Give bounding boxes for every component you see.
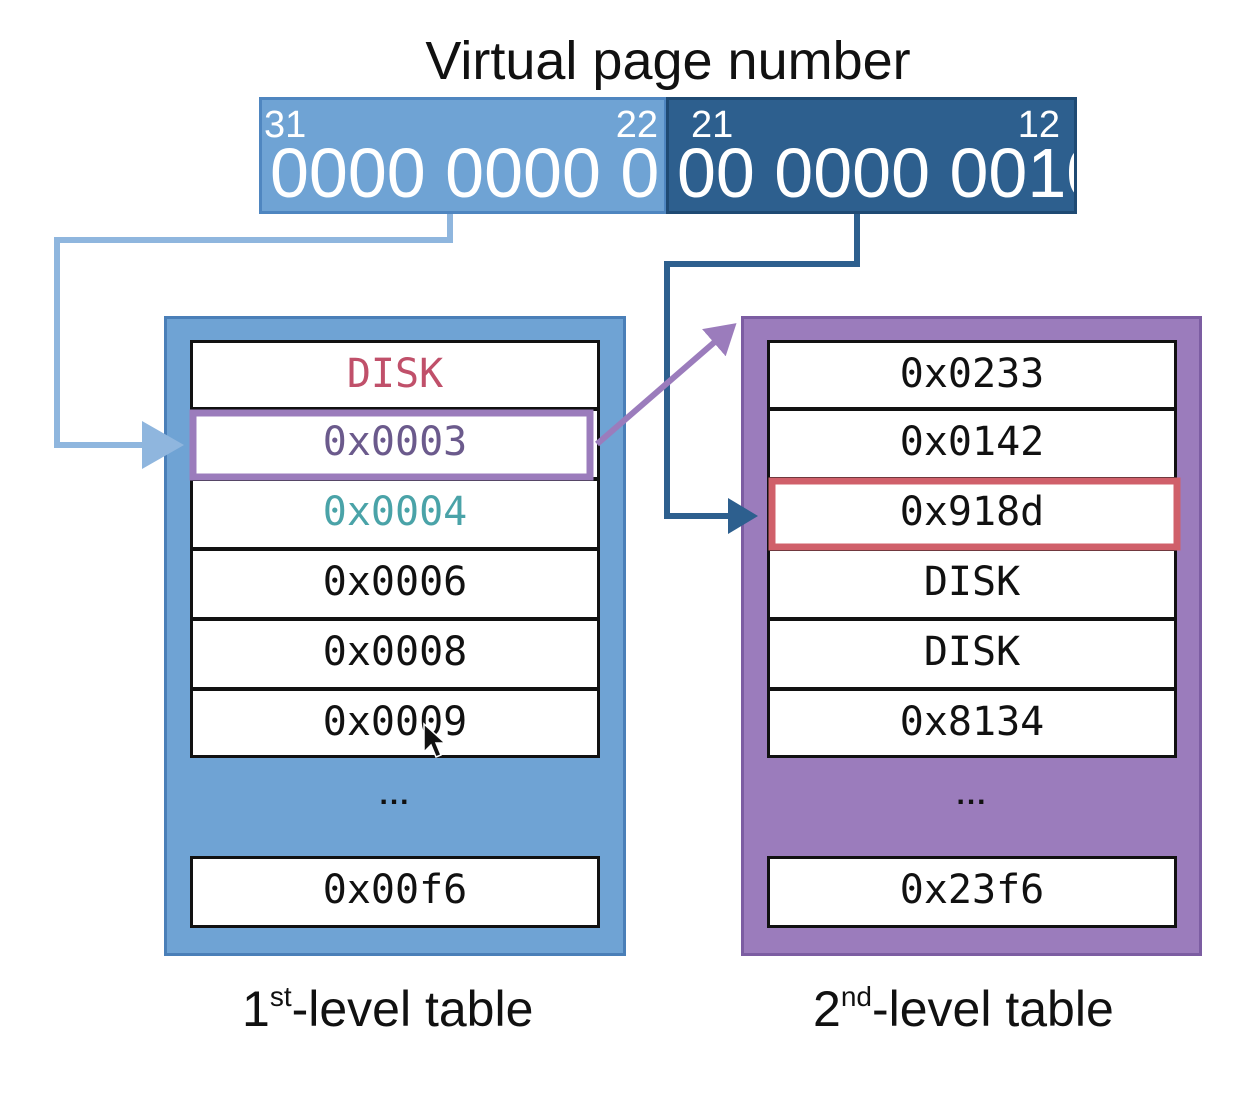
first-caption-text: -level table xyxy=(291,981,534,1037)
vpn-low-bits-segment: 21 12 00 0000 0010 xyxy=(666,97,1077,214)
second-table-ellipsis: ... xyxy=(956,778,988,811)
bit-index-22: 22 xyxy=(615,104,658,146)
arrow-first-entry-to-second-table xyxy=(595,323,737,447)
first-table-row-2: 0x0004 xyxy=(190,478,600,550)
bit-index-21: 21 xyxy=(691,104,734,146)
first-table-ellipsis: ... xyxy=(379,778,411,811)
first-table-highlight xyxy=(189,409,594,481)
diagram-title: Virtual page number xyxy=(425,31,911,91)
first-table-row-4: 0x0008 xyxy=(190,618,600,690)
second-table-row-2: 0x918d xyxy=(767,478,1177,550)
second-table-highlight xyxy=(768,477,1181,551)
vpn-high-bits-segment: 31 22 0000 0000 01 xyxy=(259,97,667,214)
second-caption-ordinal: nd xyxy=(840,981,872,1012)
second-table-row-5: 0x8134 xyxy=(767,688,1177,758)
arrow-high-bits-to-first-table xyxy=(54,214,453,469)
vpn-low-bits-value: 00 0000 0010 xyxy=(677,134,1077,212)
vpn-high-bits-value: 0000 0000 01 xyxy=(270,134,667,212)
second-caption-number: 2 xyxy=(813,981,841,1037)
second-caption-text: -level table xyxy=(871,981,1114,1037)
first-table-caption: 1st-level table xyxy=(242,980,533,1038)
second-table-row-0: 0x0233 xyxy=(767,340,1177,410)
first-caption-ordinal: st xyxy=(269,981,292,1012)
second-table-row-1: 0x0142 xyxy=(767,408,1177,480)
first-table-row-5: 0x0009 xyxy=(190,688,600,758)
bit-index-31: 31 xyxy=(264,104,307,146)
second-table-row-4: DISK xyxy=(767,618,1177,690)
bit-index-12: 12 xyxy=(1017,104,1060,146)
first-caption-number: 1 xyxy=(242,981,270,1037)
second-table-last-row: 0x23f6 xyxy=(767,856,1177,928)
arrow-low-bits-to-second-table xyxy=(664,214,860,534)
mouse-cursor-icon xyxy=(423,722,447,758)
first-table-last-row: 0x00f6 xyxy=(190,856,600,928)
second-table-caption: 2nd-level table xyxy=(813,980,1114,1038)
